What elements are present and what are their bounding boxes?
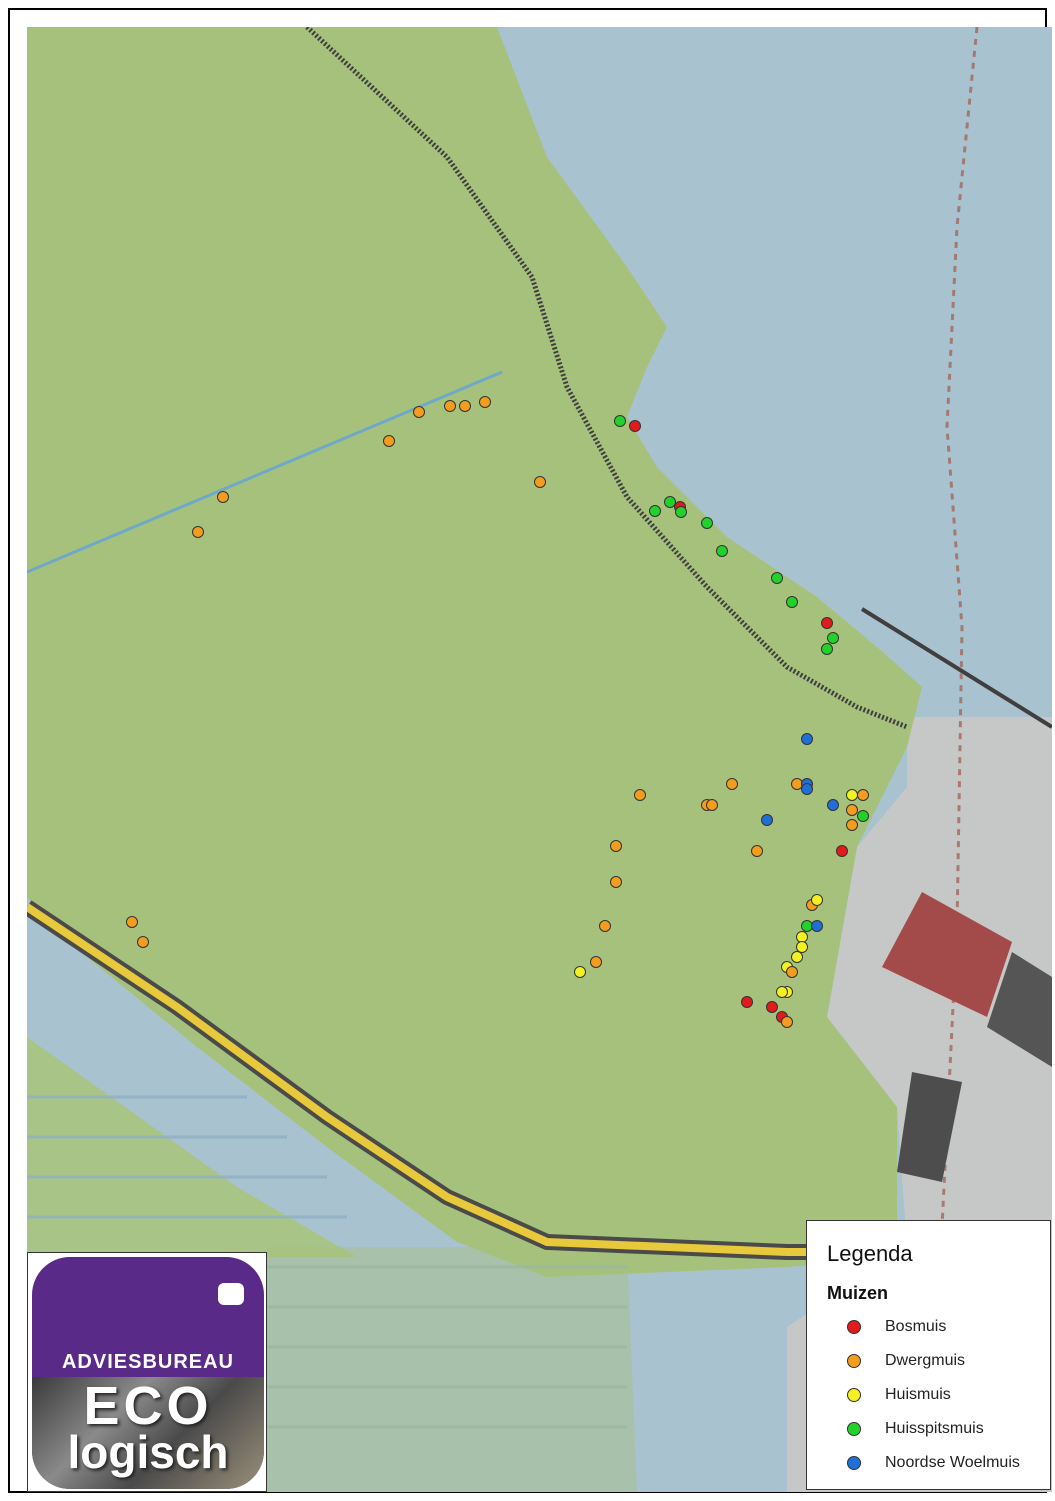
grassland-area	[27, 27, 922, 1277]
legend-title: Legenda	[827, 1241, 913, 1266]
building-red	[882, 892, 1012, 1017]
building-dark	[987, 952, 1052, 1067]
observation-marker-dwergmuis[interactable]	[459, 400, 471, 412]
legend-item-huisspitsmuis: Huisspitsmuis	[847, 1418, 984, 1440]
observation-marker-huisspitsmuis[interactable]	[716, 545, 728, 557]
field-stripes	[27, 1095, 627, 1429]
observation-marker-huisspitsmuis[interactable]	[786, 596, 798, 608]
observation-marker-dwergmuis[interactable]	[590, 956, 602, 968]
huismuis-swatch	[847, 1388, 861, 1402]
field-area	[27, 1037, 357, 1257]
observation-marker-dwergmuis[interactable]	[217, 491, 229, 503]
observation-marker-bosmuis[interactable]	[629, 420, 641, 432]
observation-marker-huisspitsmuis[interactable]	[821, 643, 833, 655]
legend-label: Dwergmuis	[885, 1352, 966, 1369]
legend-item-noordse-woelmuis: Noordse Woelmuis	[847, 1452, 1020, 1474]
logo-photo-band	[32, 1377, 264, 1489]
legend-item-bosmuis: Bosmuis	[847, 1316, 946, 1338]
observation-marker-huisspitsmuis[interactable]	[649, 505, 661, 517]
observation-marker-dwergmuis[interactable]	[479, 396, 491, 408]
legend-item-huismuis: Huismuis	[847, 1384, 951, 1406]
observation-marker-dwergmuis[interactable]	[599, 920, 611, 932]
observation-marker-dwergmuis[interactable]	[634, 789, 646, 801]
observation-marker-noordse-woelmuis[interactable]	[801, 783, 813, 795]
logo-line2: ECO	[83, 1376, 213, 1436]
observation-marker-huismuis[interactable]	[776, 986, 788, 998]
observation-marker-dwergmuis[interactable]	[846, 804, 858, 816]
observation-marker-dwergmuis[interactable]	[610, 876, 622, 888]
observation-marker-dwergmuis[interactable]	[846, 819, 858, 831]
road-yellow	[27, 903, 877, 1256]
observation-marker-dwergmuis[interactable]	[534, 476, 546, 488]
observation-marker-huisspitsmuis[interactable]	[664, 496, 676, 508]
building-grey	[897, 1072, 962, 1182]
ditch-line	[27, 370, 503, 574]
observation-markers	[126, 396, 869, 1028]
legend-label: Huisspitsmuis	[885, 1420, 984, 1437]
legend-label: Bosmuis	[885, 1318, 947, 1335]
observation-marker-dwergmuis[interactable]	[781, 1016, 793, 1028]
observation-marker-bosmuis[interactable]	[741, 996, 753, 1008]
observation-marker-dwergmuis[interactable]	[610, 840, 622, 852]
observation-marker-huisspitsmuis[interactable]	[614, 415, 626, 427]
observation-marker-huismuis[interactable]	[796, 941, 808, 953]
logo-line3: logisch	[67, 1426, 229, 1478]
observation-marker-noordse-woelmuis[interactable]	[801, 733, 813, 745]
observation-marker-huismuis[interactable]	[574, 966, 586, 978]
legend-label: Huismuis	[885, 1386, 951, 1403]
observation-marker-dwergmuis[interactable]	[857, 789, 869, 801]
observation-marker-dwergmuis[interactable]	[126, 916, 138, 928]
observation-marker-dwergmuis[interactable]	[706, 799, 718, 811]
observation-marker-dwergmuis[interactable]	[751, 845, 763, 857]
observation-marker-noordse-woelmuis[interactable]	[827, 799, 839, 811]
observation-marker-huisspitsmuis[interactable]	[675, 506, 687, 518]
map-legend: Legenda Muizen Bosmuis Dwergmuis Huismui…	[806, 1220, 1051, 1490]
legend-label: Noordse Woelmuis	[885, 1454, 1020, 1471]
observation-marker-huisspitsmuis[interactable]	[827, 632, 839, 644]
observation-marker-huismuis[interactable]	[846, 789, 858, 801]
observation-marker-bosmuis[interactable]	[836, 845, 848, 857]
observation-marker-huisspitsmuis[interactable]	[857, 810, 869, 822]
observation-marker-huisspitsmuis[interactable]	[701, 517, 713, 529]
dwergmuis-swatch	[847, 1354, 861, 1368]
observation-marker-bosmuis[interactable]	[766, 1001, 778, 1013]
observation-marker-dwergmuis[interactable]	[383, 435, 395, 447]
observation-marker-dwergmuis[interactable]	[137, 936, 149, 948]
observation-marker-huismuis[interactable]	[811, 894, 823, 906]
logo-line1: ADVIESBUREAU	[61, 1351, 235, 1373]
observation-marker-huisspitsmuis[interactable]	[801, 920, 813, 932]
company-logo: ADVIESBUREAU ECO logisch	[27, 1252, 267, 1492]
legend-item-dwergmuis: Dwergmuis	[847, 1350, 965, 1372]
observation-marker-dwergmuis[interactable]	[791, 778, 803, 790]
observation-marker-huisspitsmuis[interactable]	[771, 572, 783, 584]
observation-marker-noordse-woelmuis[interactable]	[811, 920, 823, 932]
observation-marker-dwergmuis[interactable]	[413, 406, 425, 418]
observation-marker-huismuis[interactable]	[791, 951, 803, 963]
bosmuis-swatch	[847, 1320, 861, 1334]
noordse-woelmuis-swatch	[847, 1456, 861, 1470]
observation-marker-dwergmuis[interactable]	[786, 966, 798, 978]
observation-marker-dwergmuis[interactable]	[726, 778, 738, 790]
huisspitsmuis-swatch	[847, 1422, 861, 1436]
legend-group-title: Muizen	[827, 1283, 888, 1303]
logo-tile: ADVIESBUREAU ECO logisch	[32, 1257, 264, 1489]
observation-marker-dwergmuis[interactable]	[444, 400, 456, 412]
dike-line	[305, 27, 908, 730]
pier-line	[860, 607, 1052, 729]
observation-marker-noordse-woelmuis[interactable]	[761, 814, 773, 826]
logo-square-icon	[218, 1283, 244, 1305]
observation-marker-dwergmuis[interactable]	[192, 526, 204, 538]
field-area-south	[267, 1247, 637, 1492]
observation-marker-huismuis[interactable]	[796, 931, 808, 943]
observation-marker-bosmuis[interactable]	[821, 617, 833, 629]
